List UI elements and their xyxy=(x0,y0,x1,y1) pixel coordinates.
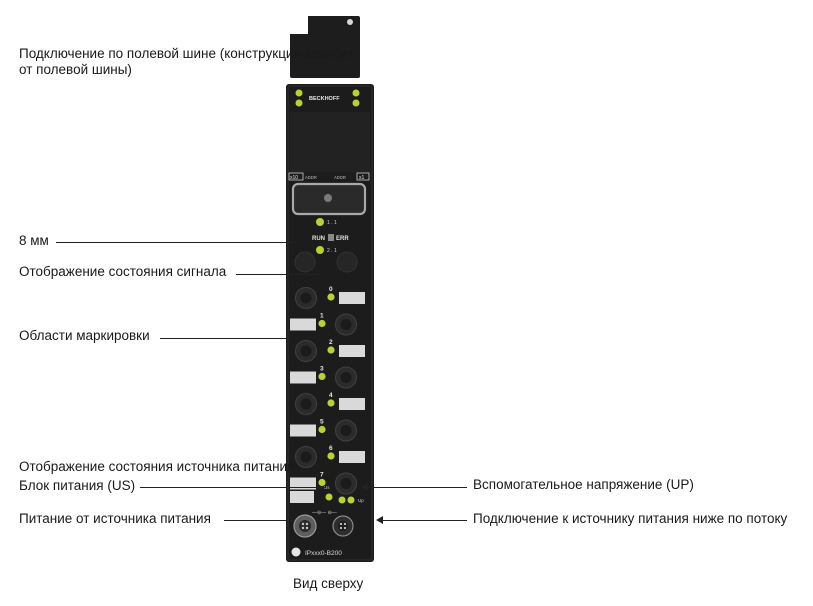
svg-text:1 . 1: 1 . 1 xyxy=(327,220,337,226)
status-leds-top xyxy=(295,89,360,107)
channel-number: 3 xyxy=(320,366,324,373)
leader-width xyxy=(56,242,296,243)
label-aux-voltage: Вспомогательное напряжение (UP) xyxy=(473,477,694,492)
marking-area xyxy=(290,318,316,331)
svg-text:RUN: RUN xyxy=(312,236,325,242)
channel-led xyxy=(318,319,326,328)
channel-number: 5 xyxy=(320,419,324,426)
marking-area xyxy=(290,371,316,384)
marking-area xyxy=(339,292,365,304)
run-err-leds: 1 . 1 RUN ERR 2 . 1 xyxy=(312,218,349,254)
label-signal-status: Отображение состояния сигнала xyxy=(19,264,227,279)
leader-signal-status xyxy=(236,274,322,275)
svg-text:—⊖— ⊖—: —⊖— ⊖— xyxy=(312,510,337,516)
model-label: IPxxx0-B200 xyxy=(305,550,342,557)
marking-area xyxy=(290,424,316,437)
channel-led xyxy=(327,399,335,407)
channel-number: 4 xyxy=(329,392,333,399)
marking-area xyxy=(339,345,365,357)
arrow-downstream xyxy=(376,516,383,524)
power-out-connector xyxy=(332,515,354,537)
x1-label xyxy=(356,172,370,181)
svg-text:ADDR: ADDR xyxy=(305,175,317,180)
label-power-supply: Питание от источника питания xyxy=(19,511,211,526)
leader-aux-voltage xyxy=(367,487,467,488)
channel-led xyxy=(318,372,326,381)
channel-number: 6 xyxy=(329,445,333,452)
power-in-connector xyxy=(293,514,317,538)
svg-text:Up: Up xyxy=(358,498,364,503)
brand-logo: BECKHOFF xyxy=(309,96,340,102)
label-downstream: Подключение к источнику питания ниже по … xyxy=(473,511,788,526)
leader-marking xyxy=(160,338,292,339)
marking-area xyxy=(290,491,314,503)
caption-top-view: Вид сверху xyxy=(293,576,364,591)
leader-power-supply xyxy=(224,520,294,521)
marking-area xyxy=(339,451,365,463)
svg-text:ADDR: ADDR xyxy=(334,175,346,180)
marking-area xyxy=(290,477,316,490)
label-width: 8 мм xyxy=(19,233,49,248)
marking-area xyxy=(339,398,365,410)
svg-text:Us: Us xyxy=(324,485,330,490)
label-fieldbus-line1: Подключение по полевой шине (конструкция… xyxy=(19,46,354,61)
channel-led xyxy=(318,478,326,487)
mounting-hole xyxy=(291,547,301,557)
svg-text:x1: x1 xyxy=(359,175,365,181)
svg-text:2 . 1: 2 . 1 xyxy=(327,248,337,254)
power-status-leds: Us Up xyxy=(324,485,364,504)
label-power-status: Отображение состояния источника питания: xyxy=(19,459,299,474)
channel-led xyxy=(327,293,335,301)
svg-text:x10: x10 xyxy=(290,175,298,181)
address-cover xyxy=(291,182,367,216)
channel-number: 2 xyxy=(329,339,333,346)
leader-power-unit xyxy=(140,487,326,488)
label-fieldbus-line2: от полевой шины) xyxy=(19,62,132,77)
arrow-aux-voltage xyxy=(361,483,368,491)
channel-number: 7 xyxy=(320,472,324,479)
channel-number: 0 xyxy=(329,286,333,293)
channel-led xyxy=(318,425,326,434)
channel-led xyxy=(327,452,335,460)
leader-downstream xyxy=(382,520,467,521)
channel-number: 1 xyxy=(320,313,324,320)
label-marking: Области маркировки xyxy=(19,328,150,343)
fieldbus-connector xyxy=(290,16,360,78)
x10-label xyxy=(288,172,304,181)
svg-text:ERR: ERR xyxy=(336,236,349,242)
label-power-unit: Блок питания (US) xyxy=(19,478,136,493)
channel-led xyxy=(327,346,335,354)
channel-area: 0 1 2 3 4 5 6 7 xyxy=(290,286,365,503)
